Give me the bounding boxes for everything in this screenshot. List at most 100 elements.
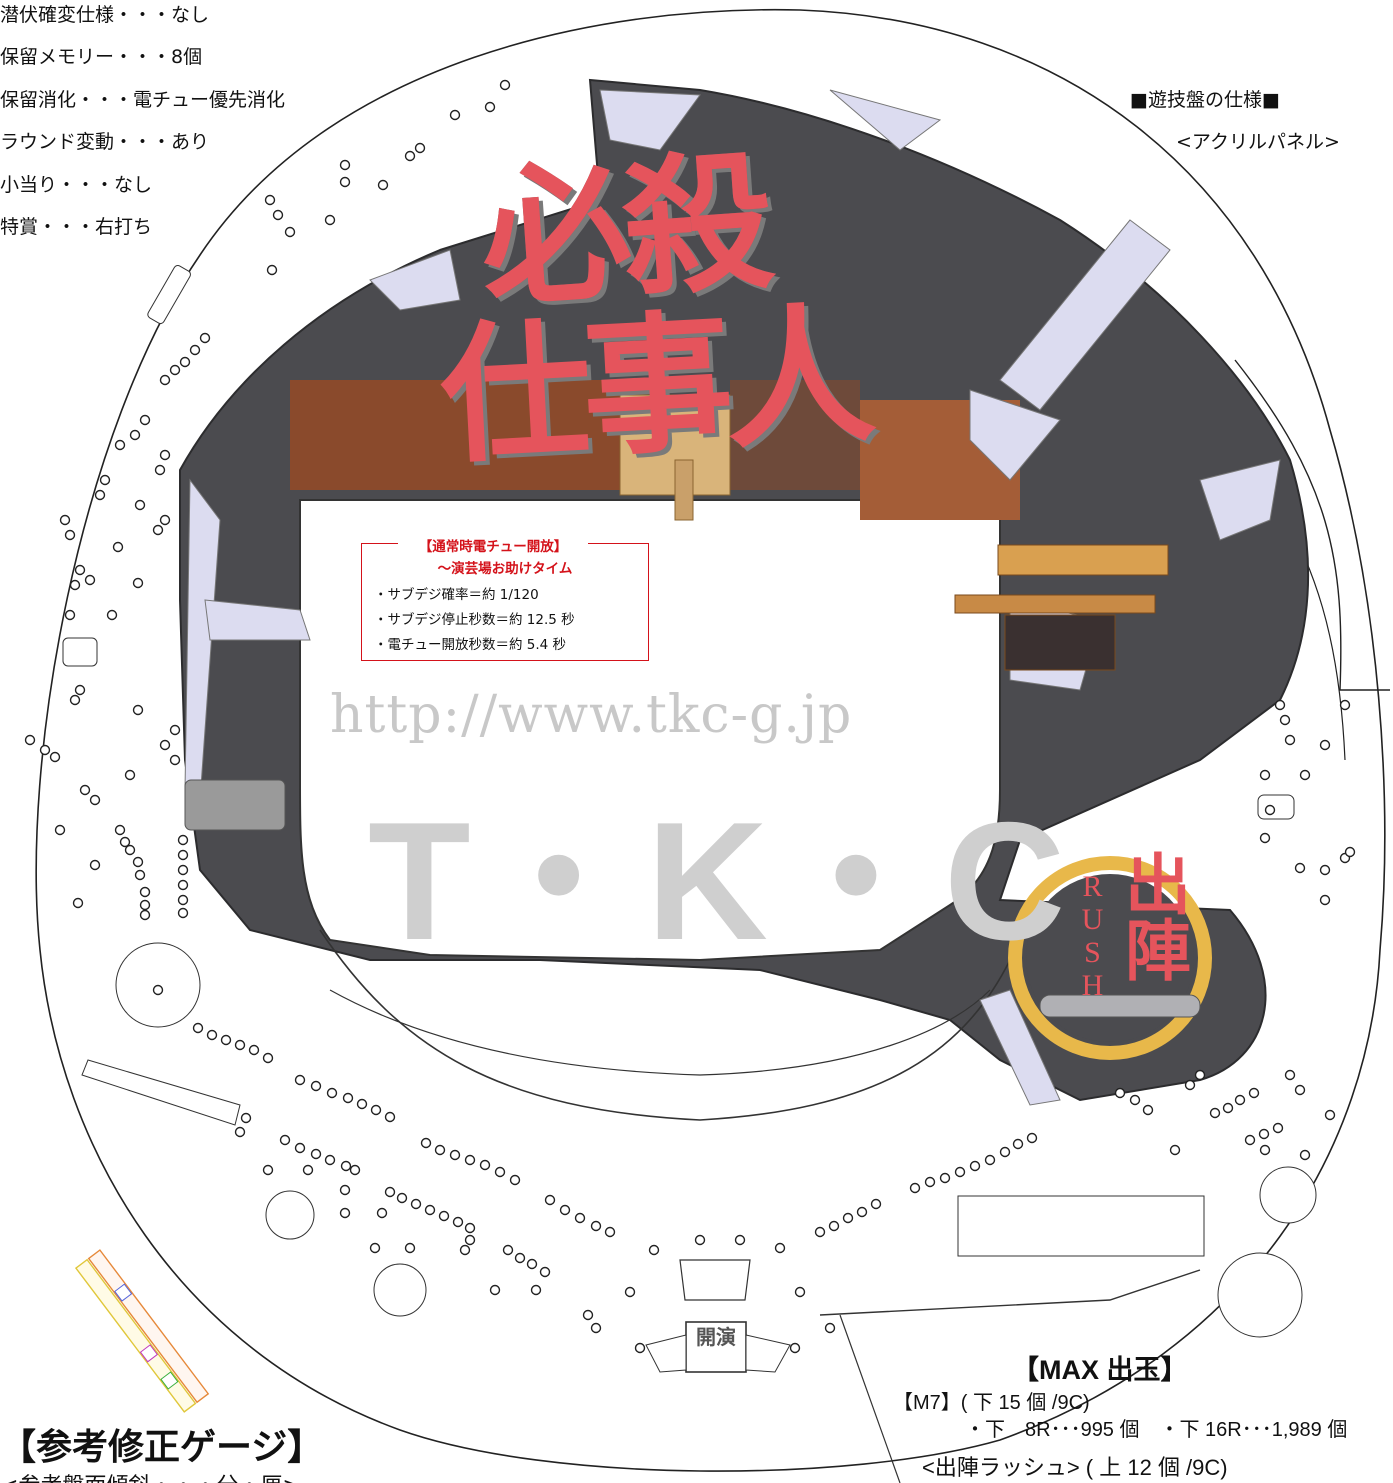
m7-label: 【M7】( 下 15 個 /9C) (893, 1392, 1090, 1414)
nail-pin (1259, 769, 1271, 781)
nail-pin (159, 739, 171, 751)
nail-pin (119, 836, 131, 848)
nail-pin (356, 1098, 368, 1110)
gauge-title: 【参考修正ゲージ】 (0, 1427, 324, 1468)
nail-pin (159, 449, 171, 461)
nail-pin (648, 1244, 660, 1256)
nail-pin (49, 751, 61, 763)
nail-pin (177, 894, 189, 906)
gauge-subtitle: <参考盤面傾斜・・・分・厘> (0, 1468, 301, 1483)
nail-pin (384, 1186, 396, 1198)
nail-pin (294, 1074, 306, 1086)
blade-top-3 (829, 89, 942, 151)
nail-pin (1324, 1109, 1336, 1121)
blade-top-1 (369, 249, 461, 311)
nail-pin (694, 1234, 706, 1246)
center-plate-text: 開演 (696, 1325, 736, 1349)
rush-label: <出陣ラッシュ> ( 上 12 個 /9C) (922, 1455, 1228, 1480)
nail-pin (1234, 1094, 1246, 1106)
nail-pin (1344, 846, 1356, 858)
m7-values: ・下 8R･･･995 個 ・下 16R･･･1,989 個 (965, 1419, 1348, 1441)
blade-right-3 (1199, 459, 1281, 541)
nail-pin (342, 1092, 354, 1104)
nail-pin (169, 364, 181, 376)
nail-pin (132, 577, 144, 589)
nail-pin (1258, 1128, 1270, 1140)
nail-pin (544, 1194, 556, 1206)
nail-pin (84, 574, 96, 586)
nail-pin (1264, 804, 1276, 816)
nail-pin (526, 1258, 538, 1270)
nail-pin (1284, 734, 1296, 746)
nail-pin (479, 1159, 491, 1171)
nail-pin (452, 1216, 464, 1228)
nail-pin (999, 1146, 1011, 1158)
nail-pin (310, 1080, 322, 1092)
plate-wing-left (645, 1334, 687, 1373)
grey-bracer (184, 779, 286, 831)
nail-pin (152, 524, 164, 536)
left-pocket (62, 637, 98, 667)
nail-pin (139, 414, 151, 426)
nail-pin (464, 1154, 476, 1166)
nail-pin (324, 1154, 336, 1166)
nail-pin (624, 1286, 636, 1298)
callout-item: ・電チュー開放秒数＝約 5.4 秒 (374, 637, 567, 653)
blade-bottom (979, 989, 1061, 1106)
nail-pin (340, 1160, 352, 1172)
nail-pin (89, 794, 101, 806)
nail-pin (129, 429, 141, 441)
nail-pin (954, 1166, 966, 1178)
nail-pin (1026, 1132, 1038, 1144)
nail-pin (1294, 862, 1306, 874)
nail-pin (234, 1126, 246, 1138)
nail-pin (114, 439, 126, 451)
nail-pin (1142, 1104, 1154, 1116)
nail-pin (396, 1192, 408, 1204)
nail-pin (132, 704, 144, 716)
center-shell (679, 1259, 751, 1301)
logo-line-2: 仕事人 (436, 290, 871, 482)
nail-pin (1248, 1087, 1260, 1099)
nail-pin (464, 1234, 476, 1246)
nail-pin (909, 1182, 921, 1194)
board-outline (35, 8, 1386, 1472)
rush-kanji: 出陣 (1116, 850, 1190, 982)
nail-pin (1294, 1084, 1306, 1096)
nail-pin (404, 1242, 416, 1254)
nail-pin (376, 1207, 388, 1219)
blade-right-2 (969, 389, 1061, 481)
nail-pin (177, 834, 189, 846)
nail-pin (870, 1198, 882, 1210)
nail-pin (464, 1222, 476, 1234)
nail-pin (1299, 769, 1311, 781)
nail-pin (404, 150, 416, 162)
nail-pin (774, 1242, 786, 1254)
nail-pin (939, 1172, 951, 1184)
spec-item: 保留メモリー・・・8個 (0, 46, 203, 68)
nail-pin (1319, 864, 1331, 876)
nail-pin (449, 109, 461, 121)
right-wheel-2 (1217, 1252, 1303, 1338)
nail-pin (279, 1134, 291, 1146)
board-spec-heading: ■遊技盤の仕様■ (1130, 89, 1280, 111)
spec-item: 特賞・・・右打ち (0, 216, 153, 238)
nail-pin (842, 1212, 854, 1224)
nail-pin (24, 734, 36, 746)
nail-pin (499, 79, 511, 91)
nail-pin (969, 1160, 981, 1172)
nail-pin (559, 1204, 571, 1216)
nail-pin (240, 1112, 252, 1124)
nail-pin (74, 684, 86, 696)
nail-pin (349, 1164, 361, 1176)
nail-pin (72, 897, 84, 909)
nail-pin (604, 1226, 616, 1238)
nail-pin (1169, 1144, 1181, 1156)
nail-pin (438, 1210, 450, 1222)
nail-pin (1114, 1087, 1126, 1099)
nail-pin (234, 1039, 246, 1051)
nail-pin (1279, 714, 1291, 726)
nail-pin (79, 784, 91, 796)
nail-pin (64, 609, 76, 621)
nail-pin (590, 1322, 602, 1334)
